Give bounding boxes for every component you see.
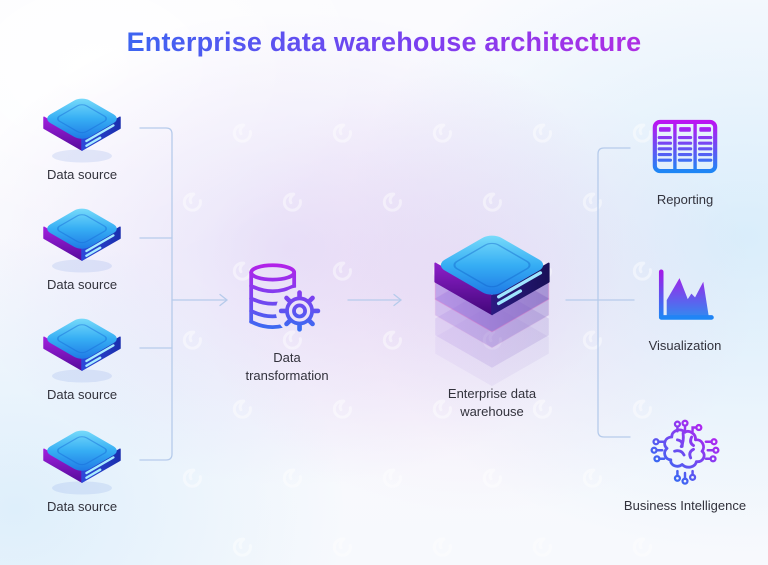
reporting-node: Reporting	[605, 119, 765, 209]
node-label: Data source	[46, 277, 118, 292]
watermark-logo-icon	[331, 121, 354, 145]
watermark-logo-icon	[481, 466, 504, 490]
watermark-logo-icon	[631, 535, 654, 559]
node-label: Data source	[46, 167, 118, 182]
watermark-logo-icon	[531, 535, 554, 559]
node-label: Data source	[46, 387, 118, 402]
node-label: Data source	[46, 499, 118, 514]
watermark-logo-icon	[531, 121, 554, 145]
watermark-logo-icon	[381, 466, 404, 490]
data-source-node: Data source	[27, 420, 137, 516]
watermark-logo-icon	[631, 397, 654, 421]
stacked-server-box-icon	[434, 235, 550, 387]
visualization-node: Visualization	[605, 267, 765, 355]
watermark-logo-icon	[431, 121, 454, 145]
watermark-logo-icon	[431, 535, 454, 559]
report-table-icon	[652, 119, 718, 174]
watermark-logo-icon	[231, 121, 254, 145]
data-source-node: Data source	[27, 88, 137, 184]
watermark-logo-icon	[231, 397, 254, 421]
data-source-node: Data source	[27, 308, 137, 404]
node-label: Business Intelligence	[623, 498, 747, 513]
watermark-logo-icon	[581, 190, 604, 214]
watermark-logo-icon	[481, 190, 504, 214]
watermark-logo-icon	[331, 535, 354, 559]
watermark-logo-icon	[181, 190, 204, 214]
node-label: Data transformation	[245, 350, 329, 383]
watermark-logo-icon	[581, 466, 604, 490]
watermark-logo-icon	[281, 466, 304, 490]
watermark-logo-icon	[181, 328, 204, 352]
node-label: Enterprise data warehouse	[447, 386, 537, 419]
database-box-icon	[38, 420, 126, 496]
database-gear-icon	[249, 263, 321, 332]
business-intelligence-node: Business Intelligence	[605, 419, 765, 515]
node-label: Visualization	[648, 338, 722, 353]
database-box-icon	[38, 308, 126, 384]
watermark-logo-icon	[331, 397, 354, 421]
area-chart-icon	[658, 269, 714, 320]
watermark-logo-icon	[181, 466, 204, 490]
brain-circuit-icon	[650, 419, 720, 485]
warehouse-node: Enterprise data warehouse	[416, 220, 568, 435]
watermark-logo-icon	[281, 190, 304, 214]
source-bus-line	[139, 127, 173, 461]
database-box-icon	[38, 88, 126, 164]
arrowhead-icon	[393, 293, 403, 307]
watermark-logo-icon	[231, 535, 254, 559]
node-label: Reporting	[656, 192, 714, 207]
database-box-icon	[38, 198, 126, 274]
data-source-node: Data source	[27, 198, 137, 294]
watermark-logo-icon	[381, 328, 404, 352]
page-title: Enterprise data warehouse architecture	[0, 27, 768, 58]
watermark-logo-icon	[581, 328, 604, 352]
watermark-logo-icon	[381, 190, 404, 214]
data-transformation-node: Data transformation	[222, 259, 352, 384]
